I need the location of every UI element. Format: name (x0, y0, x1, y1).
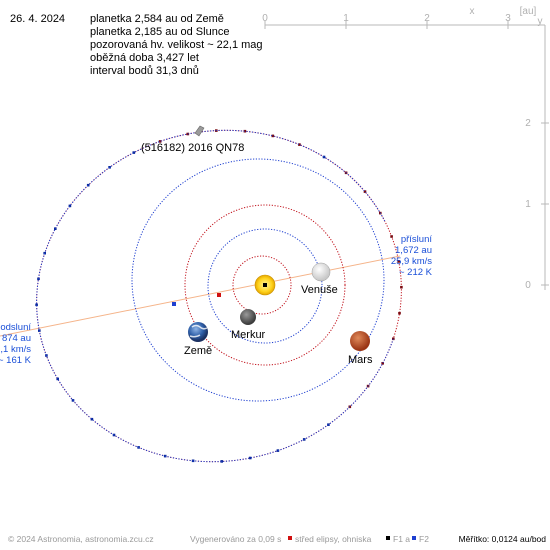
mars-orbit (131, 158, 385, 402)
asteroid-orbit-point (298, 143, 301, 146)
footer-center-label: střed elipsy, ohniska (295, 534, 372, 544)
x-tick-label: 0 (262, 13, 268, 24)
x-axis-label: x (470, 6, 475, 17)
info-line: planetka 2,584 au od Země (90, 13, 224, 25)
perihelion-distance: 1,672 au (395, 245, 432, 256)
asteroid-orbit-point (90, 417, 94, 421)
focus-f2-marker (172, 302, 176, 306)
sun-focus-marker (263, 283, 267, 287)
earth-label: Země (184, 345, 212, 357)
info-line: pozorovaná hv. velikost ~ 22,1 mag (90, 39, 263, 51)
asteroid-orbit-point (35, 303, 38, 307)
mars-label: Mars (348, 354, 373, 366)
venus-icon (311, 262, 331, 282)
earth-orbit (184, 204, 346, 366)
asteroid-orbit-point (158, 140, 162, 143)
f2-legend-marker (412, 536, 416, 540)
y-tick-label: 2 (525, 118, 531, 129)
asteroid-orbit-point (400, 285, 403, 289)
aphelion-temperature: ~ 161 K (0, 355, 32, 366)
orbits (35, 129, 403, 463)
footer: © 2024 Astronomia, astronomia.zcu.cz Vyg… (8, 534, 546, 544)
mercury-label: Merkur (231, 329, 266, 341)
apsis-line (0, 255, 401, 337)
aphelion-label: odsluní 874 au 5,1 km/s ~ 161 K (0, 322, 32, 366)
x-tick-label: 1 (343, 13, 349, 24)
asteroid-orbit-point (398, 311, 401, 315)
earth-icon (188, 322, 208, 342)
asteroid-orbit-point (322, 155, 326, 159)
axis-unit: [au] (520, 6, 537, 17)
object-name: (516182) 2016 QN78 (141, 142, 244, 154)
y-axis-label: y (538, 16, 543, 27)
perihelion-speed: 25,9 km/s (391, 256, 432, 267)
aphelion-speed: 5,1 km/s (0, 344, 31, 355)
date: 26. 4. 2024 (10, 13, 65, 25)
axes: 0 1 2 3 x [au] 2 1 0 y (262, 6, 549, 291)
footer-f2-label: F2 (419, 534, 429, 544)
perihelion-title: přísluní (401, 234, 433, 245)
asteroid-orbit-point (54, 227, 57, 230)
center-legend-marker (288, 536, 292, 540)
info-line: planetka 2,185 au od Slunce (90, 26, 229, 38)
x-tick-label: 2 (424, 13, 430, 24)
asteroid-orbit-point (271, 134, 275, 138)
footer-f1-label: F1 a (393, 534, 410, 544)
asteroid-orbit-point (68, 204, 72, 208)
asteroid-orbit-point (390, 235, 393, 238)
perihelion-label: přísluní 1,672 au 25,9 km/s ~ 212 K (391, 234, 433, 278)
mercury-orbit (232, 255, 292, 315)
ellipse-center-marker (217, 293, 221, 297)
asteroid-orbit-point (363, 190, 367, 193)
asteroid-orbit-point (56, 377, 59, 381)
f1-legend-marker (386, 536, 390, 540)
y-tick-label: 1 (525, 199, 531, 210)
asteroid-orbit-point (220, 460, 223, 463)
footer-generated: Vygenerováno za 0,09 s (190, 534, 281, 544)
info-line: oběžná doba 3,427 let (90, 52, 199, 64)
asteroid-orbit-point (248, 456, 252, 460)
footer-copyright: © 2024 Astronomia, astronomia.zcu.cz (8, 534, 154, 544)
asteroid-orbit-point (243, 129, 247, 133)
asteroid-orbit-point (397, 260, 400, 263)
venus-label: Venuše (301, 284, 338, 296)
x-tick-label: 3 (505, 13, 511, 24)
aphelion-title: odsluní (0, 322, 31, 333)
footer-scale: Měřítko: 0,0124 au/bod (459, 534, 547, 544)
perihelion-temperature: ~ 212 K (399, 267, 433, 278)
earth-cloud-icon (189, 324, 208, 338)
y-tick-label: 0 (525, 280, 531, 291)
asteroid-orbit-aphelion-arc (36, 129, 394, 463)
aphelion-distance: 874 au (2, 333, 31, 344)
asteroid-orbit-point (381, 362, 384, 365)
asteroid-marker-icon (194, 125, 205, 137)
mars-icon (350, 331, 370, 351)
mercury-icon (240, 309, 256, 325)
asteroid-orbit-point (37, 277, 40, 281)
asteroid-orbit-point (108, 166, 111, 169)
info-line: interval bodů 31,3 dnů (90, 65, 199, 77)
asteroid-orbit-point (132, 151, 136, 154)
venus-orbit (207, 228, 323, 344)
asteroid-orbit-point (86, 183, 90, 187)
